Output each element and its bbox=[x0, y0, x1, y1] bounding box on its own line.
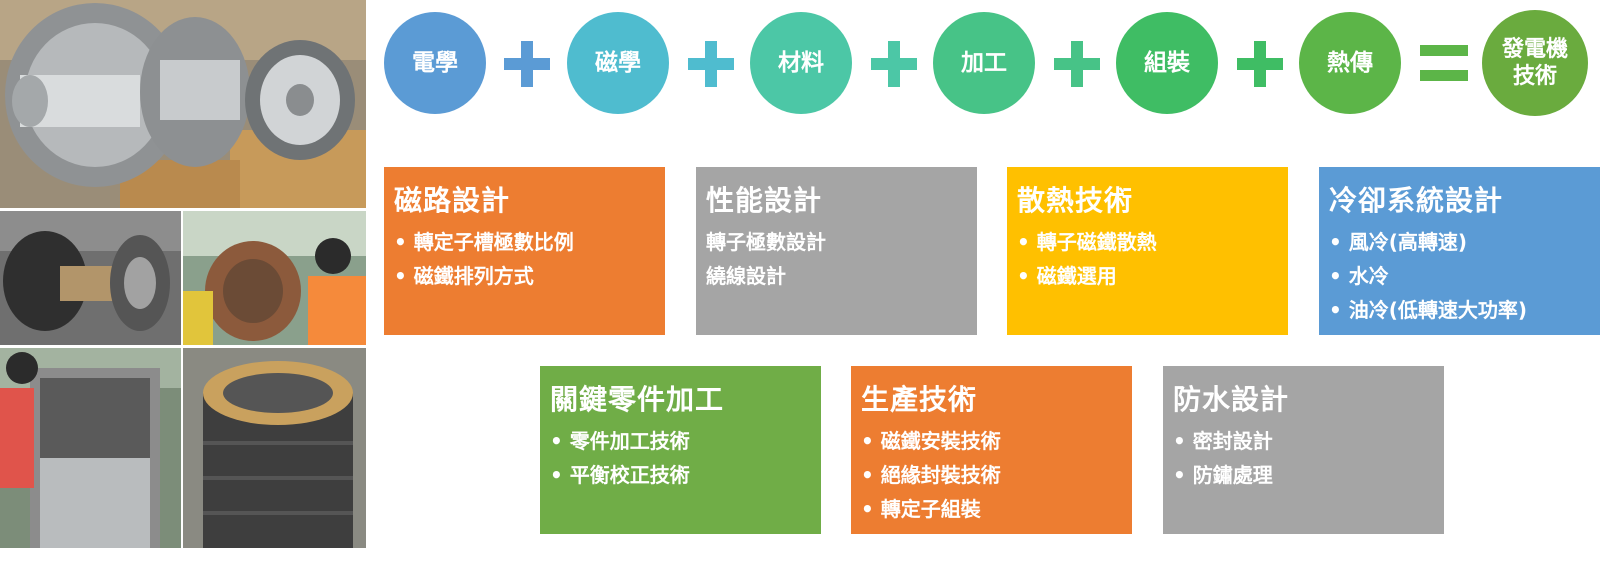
box-item: • 轉定子槽極數比例 bbox=[394, 230, 574, 254]
box-item: • 磁鐵安裝技術 bbox=[861, 429, 1001, 453]
photo-machine-part bbox=[0, 211, 181, 345]
box-title: 磁路設計 bbox=[394, 184, 511, 217]
box-item: • 油冷(低轉速大功率) bbox=[1329, 298, 1528, 322]
box-item: • 零件加工技術 bbox=[550, 429, 690, 453]
box-waterproof-design: 防水設計 • 密封設計 • 防鏽處理 bbox=[1163, 366, 1444, 534]
term-heat-transfer: 熱傳 bbox=[1299, 12, 1401, 114]
box-item: • 防鏽處理 bbox=[1173, 463, 1273, 487]
box-item: • 絕緣封裝技術 bbox=[861, 463, 1001, 487]
result-generator-tech: 發電機 技術 bbox=[1482, 10, 1588, 116]
term-electricity: 電學 bbox=[384, 12, 486, 114]
photo-worker-rotor bbox=[0, 348, 181, 548]
box-item: • 轉定子組裝 bbox=[861, 497, 981, 521]
box-key-parts-machining: 關鍵零件加工 • 零件加工技術 • 平衡校正技術 bbox=[540, 366, 821, 534]
box-title: 散熱技術 bbox=[1017, 184, 1134, 217]
box-item: • 轉子磁鐵散熱 bbox=[1017, 230, 1157, 254]
plus-icon bbox=[871, 41, 917, 87]
box-magnetic-circuit-design: 磁路設計 • 轉定子槽極數比例 • 磁鐵排列方式 bbox=[384, 167, 665, 335]
box-item: • 密封設計 bbox=[1173, 429, 1273, 453]
box-title: 冷卻系統設計 bbox=[1329, 184, 1504, 217]
box-item: • 平衡校正技術 bbox=[550, 463, 690, 487]
box-title: 生產技術 bbox=[861, 383, 978, 416]
box-title: 性能設計 bbox=[706, 184, 823, 217]
plus-icon bbox=[1054, 41, 1100, 87]
photo-stator-ring bbox=[183, 348, 366, 548]
term-materials: 材料 bbox=[750, 12, 852, 114]
photo-stator-winding bbox=[183, 211, 366, 345]
box-item: 繞線設計 bbox=[706, 264, 786, 288]
photo-collage bbox=[0, 0, 366, 548]
box-performance-design: 性能設計 轉子極數設計 繞線設計 bbox=[696, 167, 977, 335]
term-machining: 加工 bbox=[933, 12, 1035, 114]
plus-icon bbox=[1237, 41, 1283, 87]
term-magnetism: 磁學 bbox=[567, 12, 669, 114]
box-item: 轉子極數設計 bbox=[706, 230, 826, 254]
box-item: • 風冷(高轉速) bbox=[1329, 230, 1468, 254]
box-item: • 磁鐵選用 bbox=[1017, 264, 1117, 288]
box-production-technology: 生產技術 • 磁鐵安裝技術 • 絕緣封裝技術 • 轉定子組裝 bbox=[851, 366, 1132, 534]
box-title: 關鍵零件加工 bbox=[550, 383, 725, 416]
plus-icon bbox=[688, 41, 734, 87]
box-cooling-system-design: 冷卻系統設計 • 風冷(高轉速) • 水冷 • 油冷(低轉速大功率) bbox=[1319, 167, 1600, 335]
photo-generator-shafts bbox=[0, 0, 366, 208]
box-title: 防水設計 bbox=[1173, 383, 1290, 416]
term-assembly: 組裝 bbox=[1116, 12, 1218, 114]
plus-icon bbox=[504, 41, 550, 87]
box-item: • 水冷 bbox=[1329, 264, 1389, 288]
box-heat-dissipation: 散熱技術 • 轉子磁鐵散熱 • 磁鐵選用 bbox=[1007, 167, 1288, 335]
box-item: • 磁鐵排列方式 bbox=[394, 264, 534, 288]
equals-icon bbox=[1420, 45, 1468, 81]
